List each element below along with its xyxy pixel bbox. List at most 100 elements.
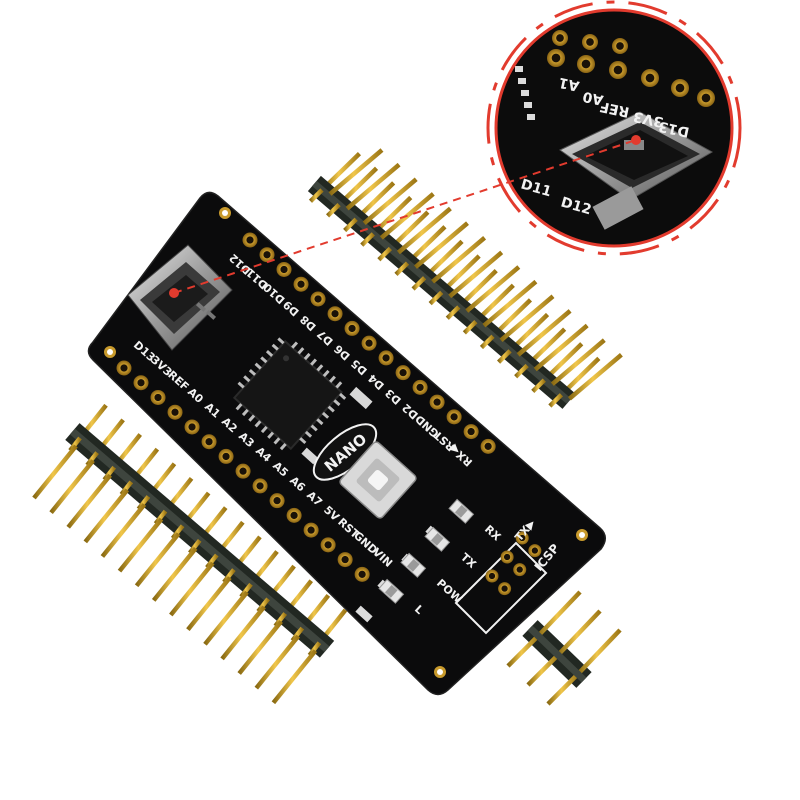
pin-pad: [344, 320, 360, 336]
header-pin-end: [394, 261, 410, 276]
zoom-smd: [518, 78, 526, 84]
zoom-pin-pad: [612, 38, 628, 54]
zoom-pin-pad: [697, 89, 715, 107]
bottom-pin-header: [32, 403, 348, 705]
zoom-pin-pad: [641, 69, 659, 87]
header-pin: [100, 503, 147, 558]
header-pin: [482, 279, 538, 328]
header-pin: [533, 323, 589, 372]
pin-pad: [201, 434, 217, 450]
top-pin-header-pads: [242, 232, 496, 454]
header-pin: [169, 561, 215, 617]
zoom-pin-pad: [609, 61, 627, 79]
header-pin-end: [514, 363, 529, 379]
header-pin: [499, 294, 555, 342]
pin-pad: [259, 247, 275, 263]
callout-pointer-line: [173, 139, 637, 294]
zoom-pin-pad: [671, 79, 689, 97]
header-pin: [32, 444, 78, 500]
reset-button[interactable]: [338, 440, 417, 519]
pin-pad: [269, 493, 285, 509]
header-pin-end: [428, 290, 444, 306]
pin-pad: [167, 404, 183, 420]
top-pin-header: [307, 148, 623, 409]
header-pin: [567, 353, 623, 401]
icsp-pad: [498, 582, 512, 596]
pin-pad: [412, 379, 428, 395]
header-pin: [362, 177, 418, 225]
zoom-smd: [515, 66, 523, 72]
pin-pad: [252, 478, 268, 494]
icsp-pin-header: [506, 590, 622, 706]
header-pin: [576, 628, 622, 676]
header-pin: [506, 634, 540, 668]
zoom-pin-pad: [577, 55, 595, 73]
header-pin: [271, 649, 318, 705]
micro-usb-port: [127, 244, 233, 351]
pin-pad: [218, 448, 234, 464]
header-pin-end: [308, 188, 324, 203]
icsp-pad: [513, 563, 527, 577]
zoom-pin-label: 3V3: [632, 108, 665, 130]
header-pin: [536, 590, 582, 638]
zoom-pin-label: REF: [598, 98, 631, 120]
header-pin: [345, 162, 401, 211]
pin-pad: [429, 394, 445, 410]
pin-pad: [310, 291, 326, 307]
header-pin-end: [377, 246, 392, 262]
header-pin-end: [497, 349, 512, 364]
header-pin: [203, 590, 249, 646]
header-pin: [328, 148, 384, 196]
icsp-pad: [485, 569, 499, 583]
zoom-pin-pad: [552, 30, 568, 46]
header-pin-end: [479, 334, 495, 350]
pin-pad: [446, 409, 462, 425]
pin-pad: [361, 335, 377, 351]
zoom-smd: [524, 102, 532, 108]
pin-pad: [184, 419, 200, 435]
pin-pad: [354, 566, 370, 582]
zoom-pin-pad: [547, 49, 565, 67]
pin-pad: [116, 360, 132, 376]
pin-pad: [378, 350, 394, 366]
header-pin-end: [326, 203, 341, 218]
zoomed-usb-port: [559, 111, 714, 230]
header-pin: [556, 609, 602, 657]
zoom-pin-label: A1: [557, 74, 580, 94]
icsp-pad: [515, 531, 529, 545]
header-pin-end: [360, 232, 375, 247]
header-pin-end: [445, 305, 461, 320]
header-pin: [550, 338, 606, 386]
header-pin-end: [548, 393, 563, 408]
header-pin: [151, 546, 198, 602]
pin-pad: [293, 276, 309, 292]
header-pin: [431, 236, 487, 284]
header-pin: [396, 206, 452, 255]
pin-pad: [242, 232, 258, 248]
zoom-pin-label: D13: [657, 118, 691, 140]
pin-pad: [395, 365, 411, 381]
pin-pad: [337, 552, 353, 568]
pin-pad: [235, 463, 251, 479]
led: TX: [424, 526, 479, 571]
zoom-target-dot: [631, 135, 641, 145]
header-pin: [66, 473, 112, 529]
header-pin-end: [462, 320, 478, 335]
atmega-chip: [232, 337, 347, 451]
header-pin: [254, 634, 301, 690]
header-pin: [237, 620, 283, 675]
pin-pad: [133, 375, 149, 391]
pin-pad: [320, 537, 336, 553]
header-pin-end: [531, 378, 546, 393]
header-pin: [117, 517, 164, 573]
pin-pad: [150, 389, 166, 405]
pin-pad: [303, 522, 319, 538]
header-pin: [49, 459, 95, 515]
header-pin: [526, 653, 560, 687]
header-pin: [83, 488, 130, 544]
usb-marker-dot: [169, 288, 179, 298]
